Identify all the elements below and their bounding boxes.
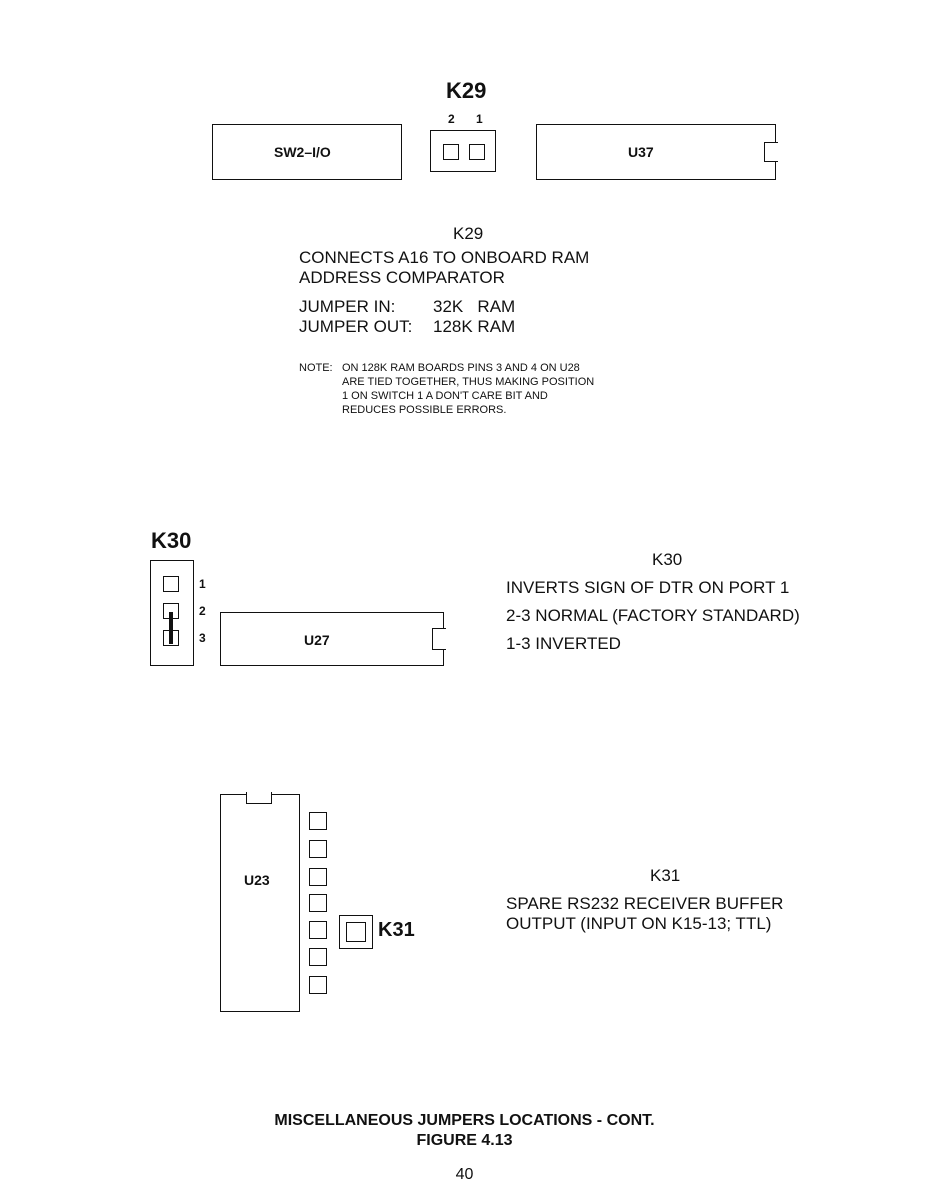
k30-desc-line2: 2-3 NORMAL (FACTORY STANDARD) bbox=[506, 606, 800, 625]
k29-jumper-in-label: JUMPER IN: bbox=[299, 297, 396, 316]
k31-desc-title: K31 bbox=[650, 866, 681, 885]
page-number: 40 bbox=[455, 1166, 474, 1183]
k29-note-line2: ARE TIED TOGETHER, THUS MAKING POSITION bbox=[342, 376, 595, 388]
u37-label: U37 bbox=[628, 144, 654, 160]
k29-jumper-in-value: 32K RAM bbox=[433, 297, 516, 316]
u27-notch bbox=[432, 628, 446, 650]
k29-jumper-out-label: JUMPER OUT: bbox=[299, 317, 413, 336]
u23-side-pin-2 bbox=[309, 840, 327, 858]
u23-side-pin-1 bbox=[309, 812, 327, 830]
u23-side-pin-7 bbox=[309, 976, 327, 994]
k31-desc-line1: SPARE RS232 RECEIVER BUFFER bbox=[506, 894, 784, 913]
k29-pin-2[interactable] bbox=[443, 144, 459, 160]
u23-side-pin-6 bbox=[309, 948, 327, 966]
k29-desc-line2: ADDRESS COMPARATOR bbox=[299, 268, 505, 287]
k29-pin-label-2: 2 bbox=[448, 112, 455, 126]
k29-jumper-out-value: 128K RAM bbox=[433, 317, 516, 336]
sw2-io-label: SW2–I/O bbox=[274, 144, 331, 160]
u23-label: U23 bbox=[244, 872, 270, 888]
u37-notch bbox=[764, 142, 778, 162]
sw2-io-block bbox=[212, 124, 402, 180]
k30-pin-1[interactable] bbox=[163, 576, 179, 592]
k31-diagram-title: K31 bbox=[378, 919, 415, 941]
k29-note-line4: REDUCES POSSIBLE ERRORS. bbox=[342, 404, 507, 416]
u23-notch bbox=[246, 792, 272, 804]
k31-pin[interactable] bbox=[346, 922, 366, 942]
k29-pin-label-1: 1 bbox=[476, 112, 483, 126]
k29-desc-line1: CONNECTS A16 TO ONBOARD RAM bbox=[299, 248, 590, 267]
u27-chip bbox=[220, 612, 444, 666]
k29-note-label: NOTE: bbox=[299, 362, 333, 374]
k30-diagram-title: K30 bbox=[151, 528, 192, 553]
k29-desc-title: K29 bbox=[453, 224, 484, 243]
k30-desc-line3: 1-3 INVERTED bbox=[506, 634, 621, 653]
k29-pin-1[interactable] bbox=[469, 144, 485, 160]
u27-label: U27 bbox=[304, 632, 330, 648]
k31-desc-line2: OUTPUT (INPUT ON K15-13; TTL) bbox=[506, 914, 772, 933]
figure-caption-line1: MISCELLANEOUS JUMPERS LOCATIONS - CONT. bbox=[274, 1112, 655, 1129]
figure-caption-line2: FIGURE 4.13 bbox=[416, 1132, 513, 1149]
k30-desc-line1: INVERTS SIGN OF DTR ON PORT 1 bbox=[506, 578, 790, 597]
k31-jumper-frame bbox=[339, 915, 373, 949]
u23-side-pin-3 bbox=[309, 868, 327, 886]
k29-note-line1: ON 128K RAM BOARDS PINS 3 AND 4 ON U28 bbox=[342, 362, 580, 374]
k29-note-line3: 1 ON SWITCH 1 A DON'T CARE BIT AND bbox=[342, 390, 548, 402]
k30-pin-label-1: 1 bbox=[199, 577, 206, 591]
k29-diagram-title: K29 bbox=[446, 78, 487, 103]
k29-jumper-frame bbox=[430, 130, 496, 172]
k30-pin-label-2: 2 bbox=[199, 604, 206, 618]
u23-chip bbox=[220, 794, 300, 1012]
u23-side-pin-4 bbox=[309, 894, 327, 912]
k30-jumper-shunt bbox=[169, 612, 173, 644]
k30-desc-title: K30 bbox=[652, 550, 683, 569]
u37-chip bbox=[536, 124, 776, 180]
u23-side-pin-5 bbox=[309, 921, 327, 939]
k30-jumper-frame bbox=[150, 560, 194, 666]
k30-pin-label-3: 3 bbox=[199, 631, 206, 645]
